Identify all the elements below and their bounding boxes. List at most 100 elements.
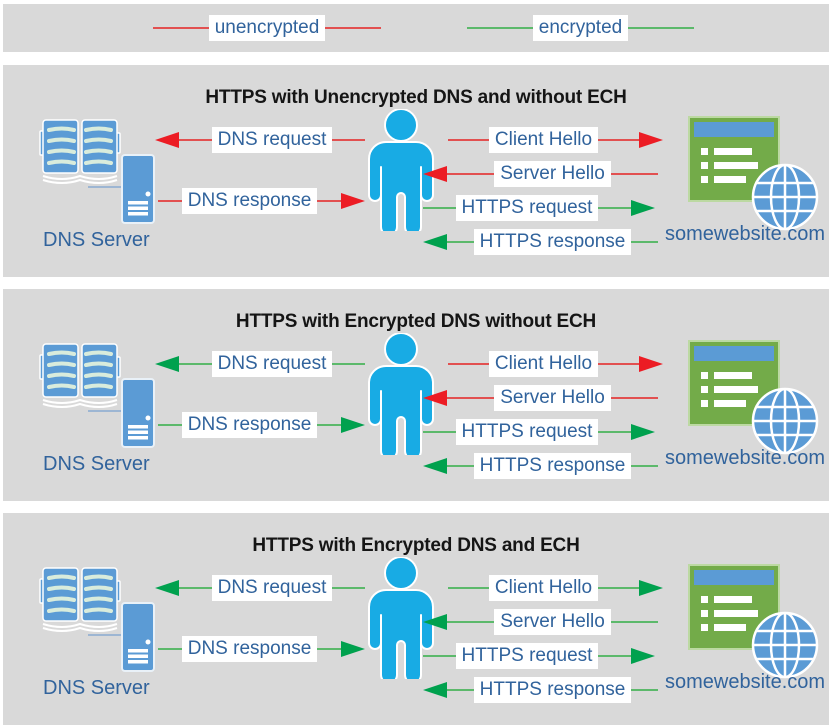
arrow-dns-response: DNS response: [158, 411, 365, 439]
arrow-label: HTTPS request: [455, 195, 599, 221]
arrow-line: [448, 587, 489, 589]
arrow-label: Server Hello: [494, 161, 611, 187]
arrowhead-left-icon: [423, 166, 447, 182]
arrowhead-left-icon: [423, 614, 447, 630]
arrow-dns-response: DNS response: [158, 187, 365, 215]
arrow-line: [598, 363, 639, 365]
arrow-label: Server Hello: [494, 609, 611, 635]
arrow-label: DNS response: [181, 636, 318, 662]
legend-item-unencrypted: unencrypted: [153, 14, 382, 42]
arrow-label: DNS response: [181, 188, 318, 214]
arrow-client-hello: Client Hello: [448, 574, 663, 602]
panel-unencrypted-dns-no-ech: HTTPS with Unencrypted DNS and without E…: [3, 65, 829, 277]
arrow-label: Client Hello: [488, 127, 599, 153]
arrow-line: [332, 139, 365, 141]
arrow-line: [610, 397, 659, 399]
arrowhead-right-icon: [639, 580, 663, 596]
arrow-line: [423, 431, 456, 433]
arrow-line: [448, 139, 489, 141]
arrowhead-left-icon: [155, 580, 179, 596]
arrowhead-left-icon: [423, 234, 447, 250]
arrow-line: [179, 363, 212, 365]
arrowhead-right-icon: [639, 356, 663, 372]
arrow-line: [317, 424, 341, 426]
arrow-dns-request: DNS request: [155, 350, 365, 378]
legend-label: encrypted: [532, 15, 629, 41]
arrow-client-hello: Client Hello: [448, 350, 663, 378]
arrow-line: [598, 587, 639, 589]
arrowhead-right-icon: [341, 417, 365, 433]
dns-server-icon: [38, 342, 156, 449]
arrow-server-hello: Server Hello: [423, 160, 659, 188]
arrow-label: Server Hello: [494, 385, 611, 411]
arrow-line: [598, 139, 639, 141]
arrowhead-left-icon: [155, 132, 179, 148]
arrow-line: [598, 431, 631, 433]
arrow-label: HTTPS request: [455, 643, 599, 669]
website-icon: [687, 339, 819, 455]
arrow-https-request: HTTPS request: [423, 642, 655, 670]
arrowhead-right-icon: [639, 132, 663, 148]
arrow-line: [423, 207, 456, 209]
arrow-line: [179, 587, 212, 589]
arrow-line: [317, 200, 341, 202]
arrowhead-left-icon: [423, 390, 447, 406]
website-icon: [687, 563, 819, 679]
arrow-label: HTTPS response: [473, 229, 632, 255]
dns-server-label: DNS Server: [43, 229, 150, 251]
arrow-label: DNS response: [181, 412, 318, 438]
website-label: somewebsite.com: [665, 671, 826, 693]
arrowhead-right-icon: [631, 648, 655, 664]
panel-title: HTTPS with Unencrypted DNS and without E…: [205, 86, 627, 108]
arrow-line: [610, 621, 659, 623]
arrow-line: [448, 363, 489, 365]
arrow-server-hello: Server Hello: [423, 384, 659, 412]
dns-server-label: DNS Server: [43, 453, 150, 475]
arrow-line: [631, 465, 659, 467]
arrow-label: HTTPS response: [473, 453, 632, 479]
arrow-line: [447, 465, 474, 467]
arrow-dns-request: DNS request: [155, 574, 365, 602]
arrow-server-hello: Server Hello: [423, 608, 659, 636]
arrow-dns-response: DNS response: [158, 635, 365, 663]
arrowhead-left-icon: [155, 356, 179, 372]
arrow-label: Client Hello: [488, 351, 599, 377]
arrow-line: [447, 621, 495, 623]
legend-label: unencrypted: [208, 15, 326, 41]
arrow-https-response: HTTPS response: [423, 228, 659, 256]
arrow-line: [610, 173, 659, 175]
arrow-line: [158, 648, 182, 650]
arrow-line: [631, 241, 659, 243]
unencrypted-line: [325, 27, 382, 29]
arrowhead-left-icon: [423, 458, 447, 474]
arrow-line: [447, 689, 474, 691]
arrow-label: HTTPS response: [473, 677, 632, 703]
arrowhead-left-icon: [423, 682, 447, 698]
arrow-label: DNS request: [211, 351, 333, 377]
website-icon: [687, 115, 819, 231]
arrowhead-right-icon: [631, 424, 655, 440]
unencrypted-line: [153, 27, 209, 29]
arrow-line: [447, 397, 495, 399]
encrypted-line: [467, 27, 533, 29]
arrow-label: HTTPS request: [455, 419, 599, 445]
dns-server-icon: [38, 118, 156, 225]
panel-title: HTTPS with Encrypted DNS and ECH: [252, 534, 580, 556]
arrow-line: [598, 207, 631, 209]
arrow-https-response: HTTPS response: [423, 676, 659, 704]
arrow-line: [598, 655, 631, 657]
arrowhead-right-icon: [341, 641, 365, 657]
arrow-line: [317, 648, 341, 650]
arrowhead-right-icon: [341, 193, 365, 209]
arrowhead-right-icon: [631, 200, 655, 216]
dns-server-icon: [38, 566, 156, 673]
panel-encrypted-dns-no-ech: HTTPS with Encrypted DNS without ECH DNS…: [3, 289, 829, 501]
legend-item-encrypted: encrypted: [467, 14, 695, 42]
arrow-label: DNS request: [211, 575, 333, 601]
arrow-line: [332, 587, 365, 589]
arrow-line: [447, 241, 474, 243]
arrow-line: [179, 139, 212, 141]
arrow-line: [423, 655, 456, 657]
arrow-https-request: HTTPS request: [423, 418, 655, 446]
